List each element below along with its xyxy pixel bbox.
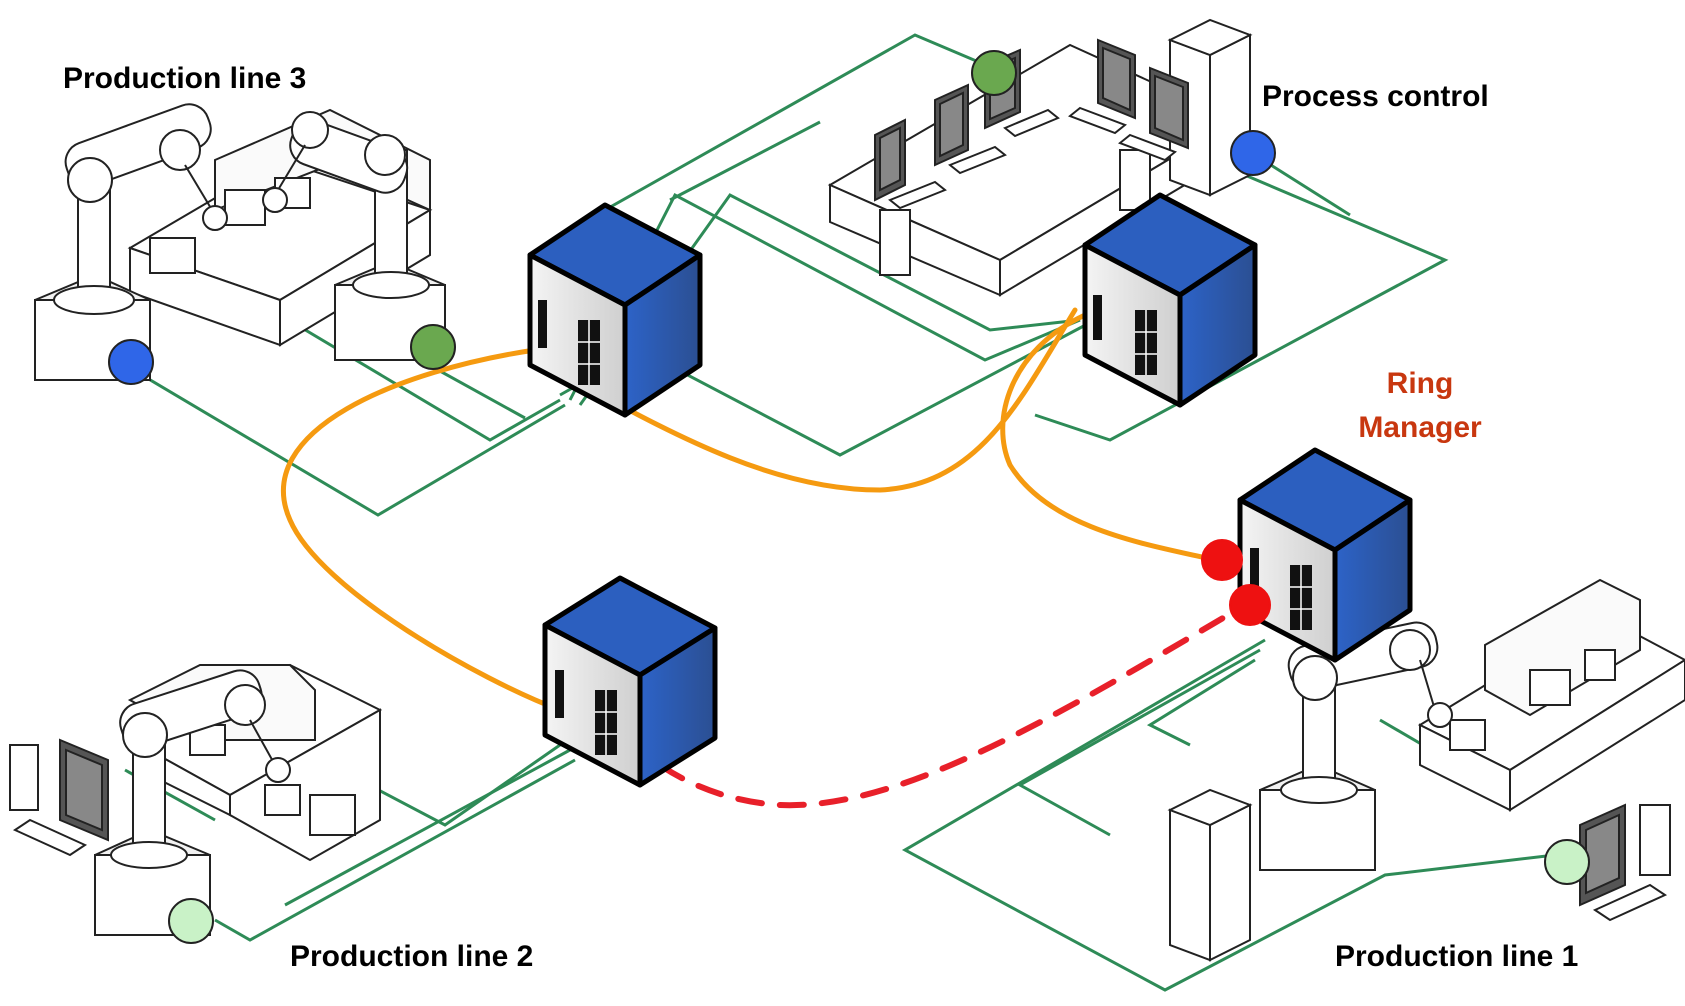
pc-monitor-2 (934, 83, 1007, 175)
ring-link-b-rm (1000, 312, 1218, 563)
fieldbus-pl2-inner (349, 743, 561, 827)
ring-links (280, 307, 1248, 809)
label-production-line-3: Production line 3 (63, 62, 307, 95)
pl1-robot-gripper (1427, 702, 1453, 728)
pl2-box2 (309, 794, 356, 836)
ring-link-a-c (280, 347, 563, 713)
switch-c (542, 575, 718, 788)
pl2-robot-gripper (265, 757, 291, 783)
label-ring-manager-line1: Ring (1386, 367, 1454, 400)
switch-a (527, 202, 703, 418)
pl2-box3 (264, 784, 301, 816)
node-pc-blue (1230, 130, 1276, 176)
switch-b (1082, 192, 1258, 408)
pl3-box2 (224, 189, 266, 226)
node-rm-red-1 (1201, 539, 1243, 581)
node-pl3-blue (108, 339, 154, 385)
fieldbus-pl2-mid (284, 748, 571, 907)
node-rm-red-2 (1229, 584, 1271, 626)
node-pl2-lightgreen (168, 898, 214, 944)
fieldbus-pl1-mid (1016, 648, 1261, 837)
pc-monitor-1 (874, 118, 947, 210)
pc-desk-leg-right (1119, 149, 1151, 211)
pl1-workstation (1579, 803, 1671, 922)
pc-server-top (1167, 18, 1253, 57)
pl3-box1 (149, 237, 196, 274)
pl1-conveyor-side (1509, 658, 1685, 812)
node-pc-green (971, 50, 1017, 96)
fieldbus-pl1-outer (901, 638, 1556, 992)
ring-link-a-b (532, 307, 1078, 493)
node-pl3-green (410, 324, 456, 370)
switch-ring-manager (1237, 447, 1413, 663)
production-line-1-equipment (1167, 578, 1685, 962)
pl1-server-top (1167, 788, 1253, 827)
pl1-server-front (1169, 808, 1211, 962)
pl3-robot-right-gripper (262, 187, 288, 213)
fieldbus-pc-mid (669, 120, 821, 202)
pl2-workstation (9, 738, 109, 857)
fieldbus-pl2-outer (214, 758, 576, 942)
label-ring-manager-line2: Manager (1358, 411, 1482, 444)
production-line-2-equipment (9, 663, 383, 936)
production-line-3-equipment (34, 103, 446, 381)
fieldbus-pl3-outer (124, 363, 566, 517)
pl1-back-wall (1484, 578, 1641, 717)
label-production-line-2: Production line 2 (290, 940, 534, 973)
node-pl1-lightgreen (1544, 839, 1590, 885)
pc-monitor-5 (1118, 66, 1189, 162)
label-production-line-1: Production line 1 (1335, 940, 1579, 973)
fieldbus-pc-outer (604, 33, 1449, 442)
pl2-robot-column (132, 739, 166, 861)
label-ring-manager: Ring Manager (1345, 362, 1495, 450)
pl1-box2 (1529, 669, 1571, 706)
pl1-server-side (1209, 803, 1251, 962)
pl1-box1 (1449, 719, 1486, 751)
fieldbus-pl1-inner (1146, 658, 1256, 747)
fieldbus-pl3-mid (254, 298, 561, 442)
label-process-control: Process control (1262, 80, 1489, 113)
device-nodes (108, 50, 1590, 944)
pl1-box3 (1584, 649, 1616, 681)
pc-monitor-4 (1068, 38, 1136, 135)
pc-desk-leg-left (879, 209, 911, 276)
pl3-robot-left-gripper (202, 205, 228, 231)
